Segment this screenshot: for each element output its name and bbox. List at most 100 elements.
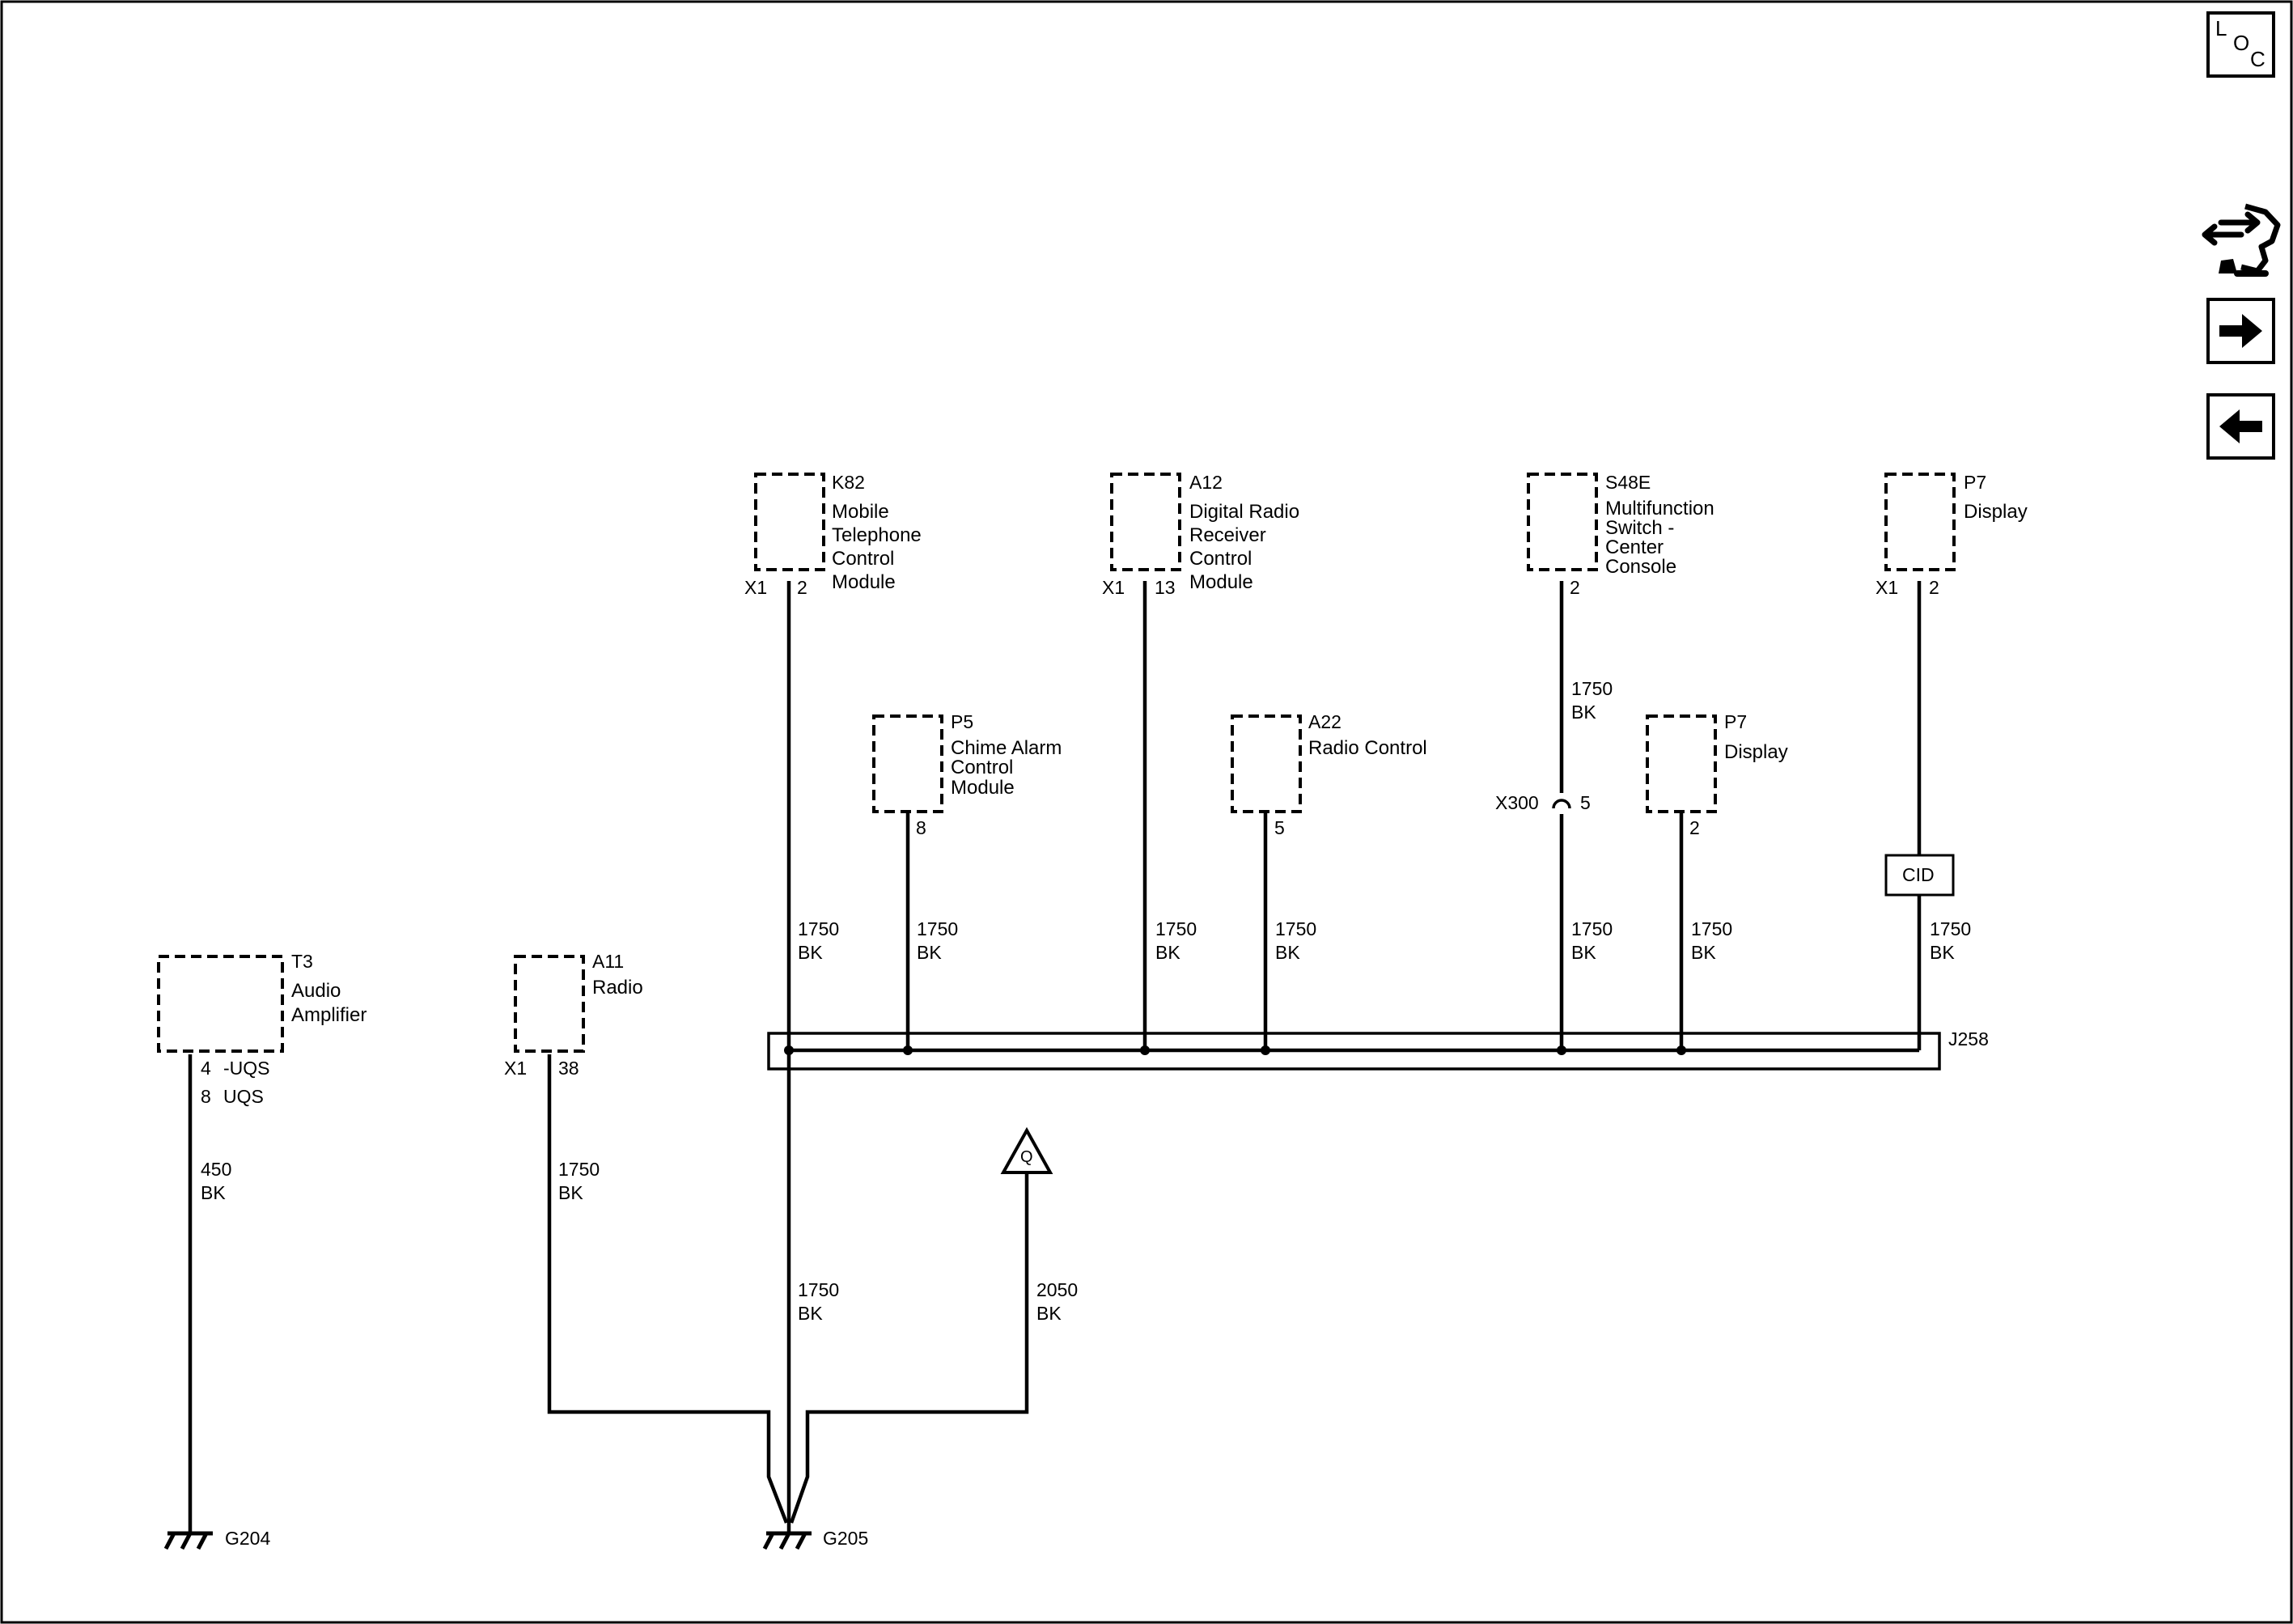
pin-number: 2 xyxy=(1570,577,1580,598)
wire-color: BK xyxy=(1155,942,1180,963)
component-box-p7-display-upper xyxy=(1884,473,1956,571)
wire-color: BK xyxy=(1691,942,1716,963)
component-name-line: Digital Radio xyxy=(1189,501,1299,523)
component-ref: P7 xyxy=(1964,472,1986,493)
connector-pin: 5 xyxy=(1580,792,1591,813)
component-name-line: Module xyxy=(832,571,896,593)
pin-number: 8 xyxy=(201,1086,211,1107)
splice-pack-j258 xyxy=(767,1032,1941,1071)
wire-gauge: 1750 xyxy=(558,1159,600,1180)
component-box-a12 xyxy=(1110,473,1181,571)
component-name-line: Control xyxy=(951,757,1013,778)
wiring-harness-icon[interactable] xyxy=(2202,203,2281,277)
pin-number: 5 xyxy=(1274,817,1285,838)
component-box-p7-display-lower xyxy=(1646,714,1717,813)
connector-ref: X300 xyxy=(1495,792,1539,813)
wire-color: BK xyxy=(1571,702,1596,723)
pin-note: UQS xyxy=(223,1086,264,1107)
component-name-line: Audio xyxy=(291,980,341,1002)
component-name-line: Control xyxy=(1189,548,1252,570)
pin-number: 2 xyxy=(1929,577,1939,598)
component-name-line: Multifunction xyxy=(1605,498,1714,519)
wire-labels: 450 BK 1750 BK 1750 BK 1750 BK 1750 BK 1… xyxy=(201,678,1971,1324)
component-name-line: Control xyxy=(832,548,894,570)
component-ref: P7 xyxy=(1724,711,1747,732)
loc-letter-l: L xyxy=(2215,16,2227,40)
component-name-line: Display xyxy=(1724,741,1788,763)
component-a12[interactable]: A12 Digital Radio Receiver Control Modul… xyxy=(1102,472,1299,598)
component-name-line: Display xyxy=(1964,501,2028,523)
component-ref: K82 xyxy=(832,472,865,493)
component-p7-display-upper[interactable]: P7 Display X1 2 xyxy=(1876,472,2028,598)
wire-color: BK xyxy=(201,1182,226,1203)
component-name-line: Chime Alarm xyxy=(951,737,1062,759)
connector-id: X1 xyxy=(1876,577,1898,598)
component-name-line: Module xyxy=(1189,571,1253,593)
wire-gauge: 1750 xyxy=(1691,918,1732,939)
component-box-p5 xyxy=(872,714,943,813)
component-name-line: Radio xyxy=(592,977,643,999)
wire-gauge: 1750 xyxy=(798,918,839,939)
component-t3[interactable]: T3 Audio Amplifier 4 -UQS 8 UQS xyxy=(201,951,367,1107)
component-ref: A11 xyxy=(592,951,624,972)
ground-g204[interactable]: G204 xyxy=(163,1523,270,1550)
ground-g205[interactable]: G205 xyxy=(762,1523,868,1550)
wire-gauge: 1750 xyxy=(1571,678,1613,699)
component-box-a11 xyxy=(514,955,585,1053)
component-p5[interactable]: P5 Chime Alarm Control Module 8 xyxy=(916,711,1062,838)
connector-id: X1 xyxy=(504,1058,527,1079)
splice-label: J258 xyxy=(1948,1028,1989,1049)
component-name-line: Center xyxy=(1605,536,1664,558)
wire-color: BK xyxy=(1275,942,1300,963)
pin-note: -UQS xyxy=(223,1058,270,1079)
cid-box[interactable]: CID xyxy=(1884,854,1955,897)
component-ref: A12 xyxy=(1189,472,1223,493)
previous-arrow-icon[interactable] xyxy=(2206,393,2275,460)
component-name-line: Amplifier xyxy=(291,1004,367,1026)
wire-color: BK xyxy=(1036,1303,1062,1324)
wire-gauge: 2050 xyxy=(1036,1279,1078,1300)
pin-number: 4 xyxy=(201,1058,211,1079)
loc-button[interactable]: L O C xyxy=(2206,11,2275,78)
wire-color: BK xyxy=(558,1182,583,1203)
wire-q-ground xyxy=(789,1169,1029,1524)
cid-label: CID xyxy=(1902,864,1935,885)
q-reference-triangle[interactable]: Q xyxy=(1000,1126,1053,1174)
component-s48e[interactable]: S48E Multifunction Switch - Center Conso… xyxy=(1570,472,1714,598)
pin-number: 13 xyxy=(1155,577,1176,598)
pin-number: 38 xyxy=(558,1058,579,1079)
component-box-s48e xyxy=(1527,473,1598,571)
next-arrow-icon[interactable] xyxy=(2206,298,2275,364)
component-name-line: Console xyxy=(1605,556,1676,578)
ground-label: G204 xyxy=(225,1528,270,1549)
q-label: Q xyxy=(1020,1148,1033,1166)
component-p7-display-lower[interactable]: P7 Display 2 xyxy=(1689,711,1788,838)
wire-gauge: 1750 xyxy=(1930,918,1971,939)
wire-gauge: 1750 xyxy=(1155,918,1197,939)
connector-id: X1 xyxy=(744,577,767,598)
component-name-line: Mobile xyxy=(832,501,889,523)
wire-gauge: 1750 xyxy=(1275,918,1316,939)
wire-color: BK xyxy=(798,1303,823,1324)
component-name-line: Radio Control xyxy=(1308,737,1427,759)
wire-a11-ground xyxy=(547,1054,789,1524)
splice-dots xyxy=(784,1045,1686,1055)
wire-gauge: 1750 xyxy=(798,1279,839,1300)
component-ref: P5 xyxy=(951,711,973,732)
wire-color: BK xyxy=(1571,942,1596,963)
ground-label: G205 xyxy=(823,1528,868,1549)
component-name-line: Switch - xyxy=(1605,517,1674,539)
component-a22[interactable]: A22 Radio Control 5 xyxy=(1274,711,1427,838)
component-k82[interactable]: K82 Mobile Telephone Control Module X1 2 xyxy=(744,472,922,598)
component-a11[interactable]: A11 Radio X1 38 xyxy=(504,951,643,1079)
inline-connector-x300[interactable]: X300 5 xyxy=(1495,792,1591,813)
pin-number: 2 xyxy=(797,577,807,598)
component-name-line: Receiver xyxy=(1189,524,1266,546)
component-name-line: Module xyxy=(951,777,1015,799)
component-ref: T3 xyxy=(291,951,313,972)
connector-id: X1 xyxy=(1102,577,1125,598)
component-name-line: Telephone xyxy=(832,524,922,546)
component-ref: S48E xyxy=(1605,472,1651,493)
